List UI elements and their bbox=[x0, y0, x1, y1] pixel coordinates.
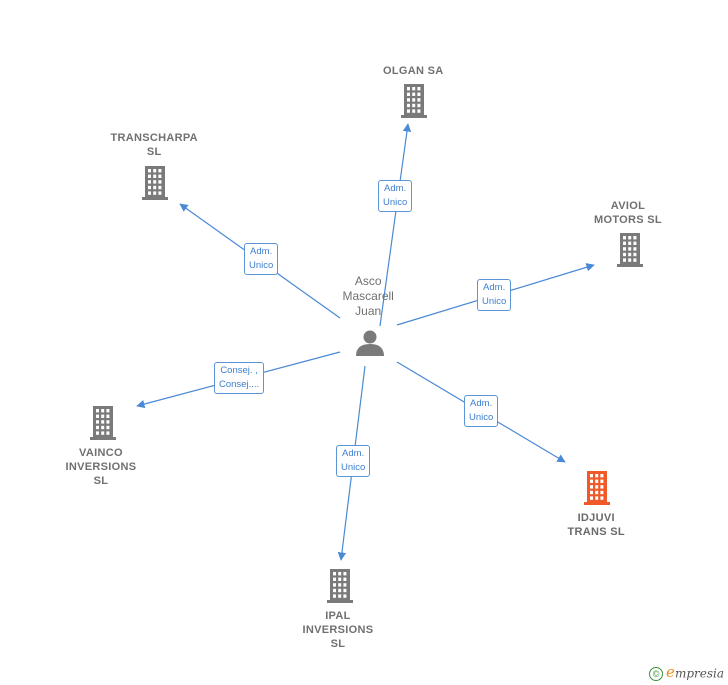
edge-label-line: Consej. , bbox=[220, 365, 258, 376]
person-icon bbox=[356, 330, 384, 356]
edge-olgan bbox=[379, 123, 412, 327]
edge-label-vainco[interactable]: Consej. , Consej.... bbox=[214, 362, 265, 394]
company-name-vainco[interactable]: VAINCO INVERSIONS SL bbox=[66, 446, 137, 488]
edge-label-line: Adm. bbox=[342, 448, 365, 459]
footer-brand: ©empresia bbox=[649, 663, 724, 681]
building-icon-idjuvi bbox=[584, 471, 610, 505]
edge-label-line: Adm. bbox=[483, 282, 506, 293]
company-name-line: INVERSIONS bbox=[302, 624, 374, 636]
edges-layer bbox=[136, 123, 595, 561]
copyright-icon: © bbox=[649, 666, 664, 681]
company-name-line: AVIOL bbox=[610, 200, 646, 212]
edge-label-line: Adm. bbox=[250, 246, 273, 257]
building-icon-vainco bbox=[90, 406, 116, 440]
edge-label-line: Unico bbox=[249, 260, 274, 271]
edge-label-aviol[interactable]: Adm. Unico bbox=[477, 279, 512, 311]
company-name-olgan[interactable]: OLGAN SA bbox=[383, 64, 443, 78]
person-name-line: Asco bbox=[354, 274, 382, 288]
company-name-ipal[interactable]: IPAL INVERSIONS SL bbox=[303, 609, 374, 651]
company-name-line: SL bbox=[330, 638, 346, 650]
building-icon-olgan bbox=[401, 84, 427, 118]
company-name-line: IDJUVI bbox=[577, 512, 615, 524]
company-name-line: OLGAN SA bbox=[383, 65, 444, 77]
edge-label-line: Adm. bbox=[470, 398, 493, 409]
company-name-line: SL bbox=[93, 475, 109, 487]
building-icon-aviol bbox=[617, 233, 643, 267]
edge-label-line: Adm. bbox=[384, 183, 407, 194]
building-icon-transcharpa bbox=[142, 166, 168, 200]
company-name-line: TRANSCHARPA bbox=[110, 132, 198, 144]
brand-logo-text: mpresia bbox=[674, 666, 724, 681]
company-name-line: IPAL bbox=[325, 610, 351, 622]
company-name-line: MOTORS SL bbox=[594, 214, 662, 226]
edge-label-line: Consej.... bbox=[219, 379, 260, 390]
company-name-idjuvi[interactable]: IDJUVI TRANS SL bbox=[568, 511, 625, 539]
edge-label-line: Unico bbox=[383, 197, 408, 208]
edge-label-line: Unico bbox=[469, 412, 494, 423]
company-name-line: TRANS SL bbox=[567, 526, 625, 538]
company-name-line: SL bbox=[146, 146, 162, 158]
company-name-aviol[interactable]: AVIOL MOTORS SL bbox=[594, 199, 662, 227]
edge-label-line: Unico bbox=[341, 462, 366, 473]
company-name-line: INVERSIONS bbox=[65, 461, 137, 473]
nodes-layer bbox=[90, 84, 643, 603]
edge-label-transcharpa[interactable]: Adm. Unico bbox=[244, 243, 279, 275]
edge-label-idjuvi[interactable]: Adm. Unico bbox=[464, 395, 499, 427]
edge-label-ipal[interactable]: Adm. Unico bbox=[336, 445, 371, 477]
edge-label-olgan[interactable]: Adm. Unico bbox=[378, 180, 413, 212]
brand-logo-initial: e bbox=[666, 663, 675, 681]
building-icon-ipal bbox=[327, 569, 353, 603]
company-name-line: VAINCO bbox=[79, 447, 123, 459]
person-name-line: Juan bbox=[355, 304, 382, 318]
company-name-transcharpa[interactable]: TRANSCHARPA SL bbox=[111, 131, 198, 159]
person-name-line: Mascarell bbox=[342, 289, 394, 303]
edge-label-line: Unico bbox=[482, 296, 507, 307]
